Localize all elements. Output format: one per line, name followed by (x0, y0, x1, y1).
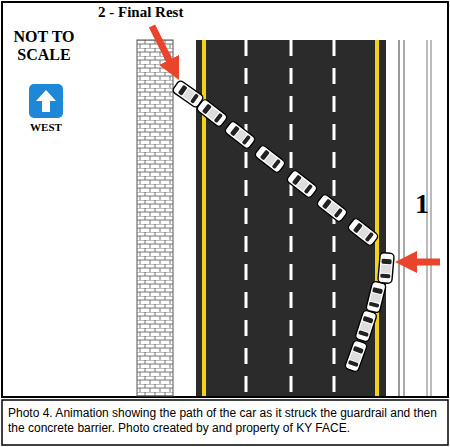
car-path (172, 80, 395, 373)
pointer-arrow (152, 26, 175, 72)
caption: Photo 4. Animation showing the path of t… (8, 406, 442, 436)
car (378, 252, 395, 283)
edge-line (202, 40, 206, 396)
edge-line (375, 40, 379, 396)
car (316, 193, 348, 223)
car (224, 120, 256, 150)
guardrail (398, 40, 399, 396)
car (355, 310, 378, 343)
guardrail (404, 40, 405, 396)
car (286, 169, 318, 199)
car (254, 144, 286, 174)
direction-label: WEST (16, 121, 76, 134)
concrete-barrier (137, 40, 173, 396)
car (344, 340, 367, 373)
caption-box (2, 400, 448, 445)
car (172, 80, 205, 109)
note-label: 2 - Final Rest (98, 4, 258, 21)
road (196, 40, 386, 396)
pointer-arrow (404, 259, 440, 266)
lane-dashes (246, 40, 334, 396)
callout-number: 1 (408, 188, 436, 220)
north-arrow (36, 90, 56, 112)
car (366, 281, 387, 313)
car (347, 217, 379, 247)
guardrail (431, 40, 432, 396)
direction-icon (29, 84, 63, 118)
frame (2, 2, 448, 397)
note-label: NOT TO SCALE (2, 28, 86, 64)
